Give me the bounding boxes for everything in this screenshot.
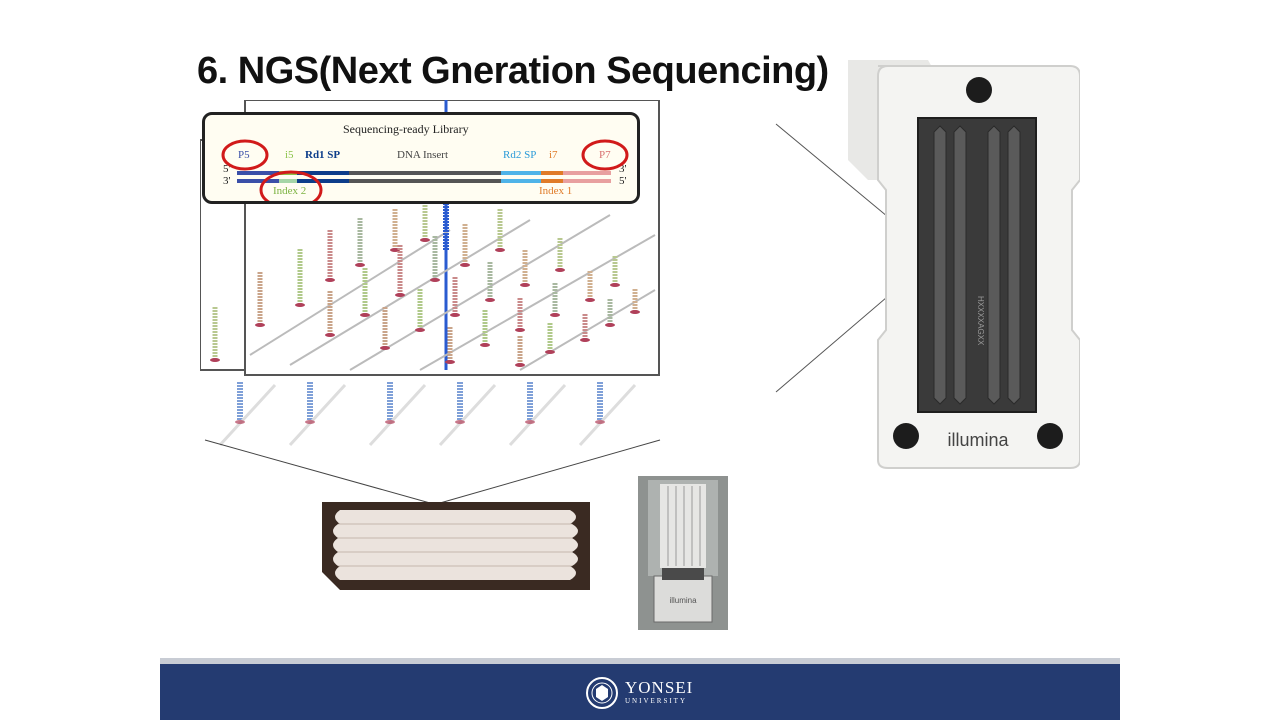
strand-anchor [325,278,335,282]
strand-anchor [430,278,440,282]
strand-anchor [450,313,460,317]
strand-anchor [630,310,640,314]
flowcell-brand-text: illumina [947,430,1009,450]
lower-lane-line [370,385,425,445]
lower-strand-anchor [385,420,395,424]
library-construct-graphic [205,115,637,201]
flowcell-serial-text: HXXXXAGXX [976,296,985,346]
cartridge-photo: illumina [638,476,728,630]
lower-strand-anchor [305,420,315,424]
strand-anchor [495,248,505,252]
strand-anchor [355,263,365,267]
highlight-p5 [223,141,267,169]
strand-anchor [445,360,455,364]
lower-lane-line [290,385,345,445]
cartridge-brand-text: illumina [669,596,697,605]
strand-anchor [580,338,590,342]
lower-lane-line [220,385,275,445]
strand-anchor [520,283,530,287]
lower-strand-anchor [595,420,605,424]
strand-anchor [420,238,430,242]
strand-anchor [610,283,620,287]
university-name: YONSEI [625,678,693,698]
lower-strand-anchor [235,420,245,424]
illumina-flowcell-photo: HXXXXAGXX illumina [848,60,1080,470]
strand-anchor [415,328,425,332]
university-sub: UNIVERSITY [625,697,687,705]
strand-anchor [480,343,490,347]
highlight-index-2 [261,172,321,201]
strand-anchor [555,268,565,272]
strand-anchor [585,298,595,302]
strand-anchor [255,323,265,327]
strand-anchor [360,313,370,317]
strand-anchor [545,350,555,354]
strand-anchor [485,298,495,302]
lower-lane-line [510,385,565,445]
yonsei-logo: YONSEI UNIVERSITY [585,676,715,710]
strand-anchor [395,293,405,297]
sequencing-library-panel: Sequencing-ready Library P5 i5 Rd1 SP DN… [202,112,640,204]
strand-anchor [605,323,615,327]
slide-title: 6. NGS(Next Gneration Sequencing) [197,50,829,93]
lower-strand-anchor [525,420,535,424]
highlight-p7 [583,141,627,169]
lower-strand-anchor [455,420,465,424]
yonsei-emblem-icon [585,676,619,710]
flowcell-chip-photo [320,500,592,592]
strand-anchor [550,313,560,317]
strand-anchor [295,303,305,307]
lower-lane-line [440,385,495,445]
strand-anchor [210,358,220,362]
strand-anchor [460,263,470,267]
strand-anchor [325,333,335,337]
strand-anchor [380,346,390,350]
strand-anchor [515,363,525,367]
lower-lane-line [580,385,635,445]
strand-anchor [515,328,525,332]
